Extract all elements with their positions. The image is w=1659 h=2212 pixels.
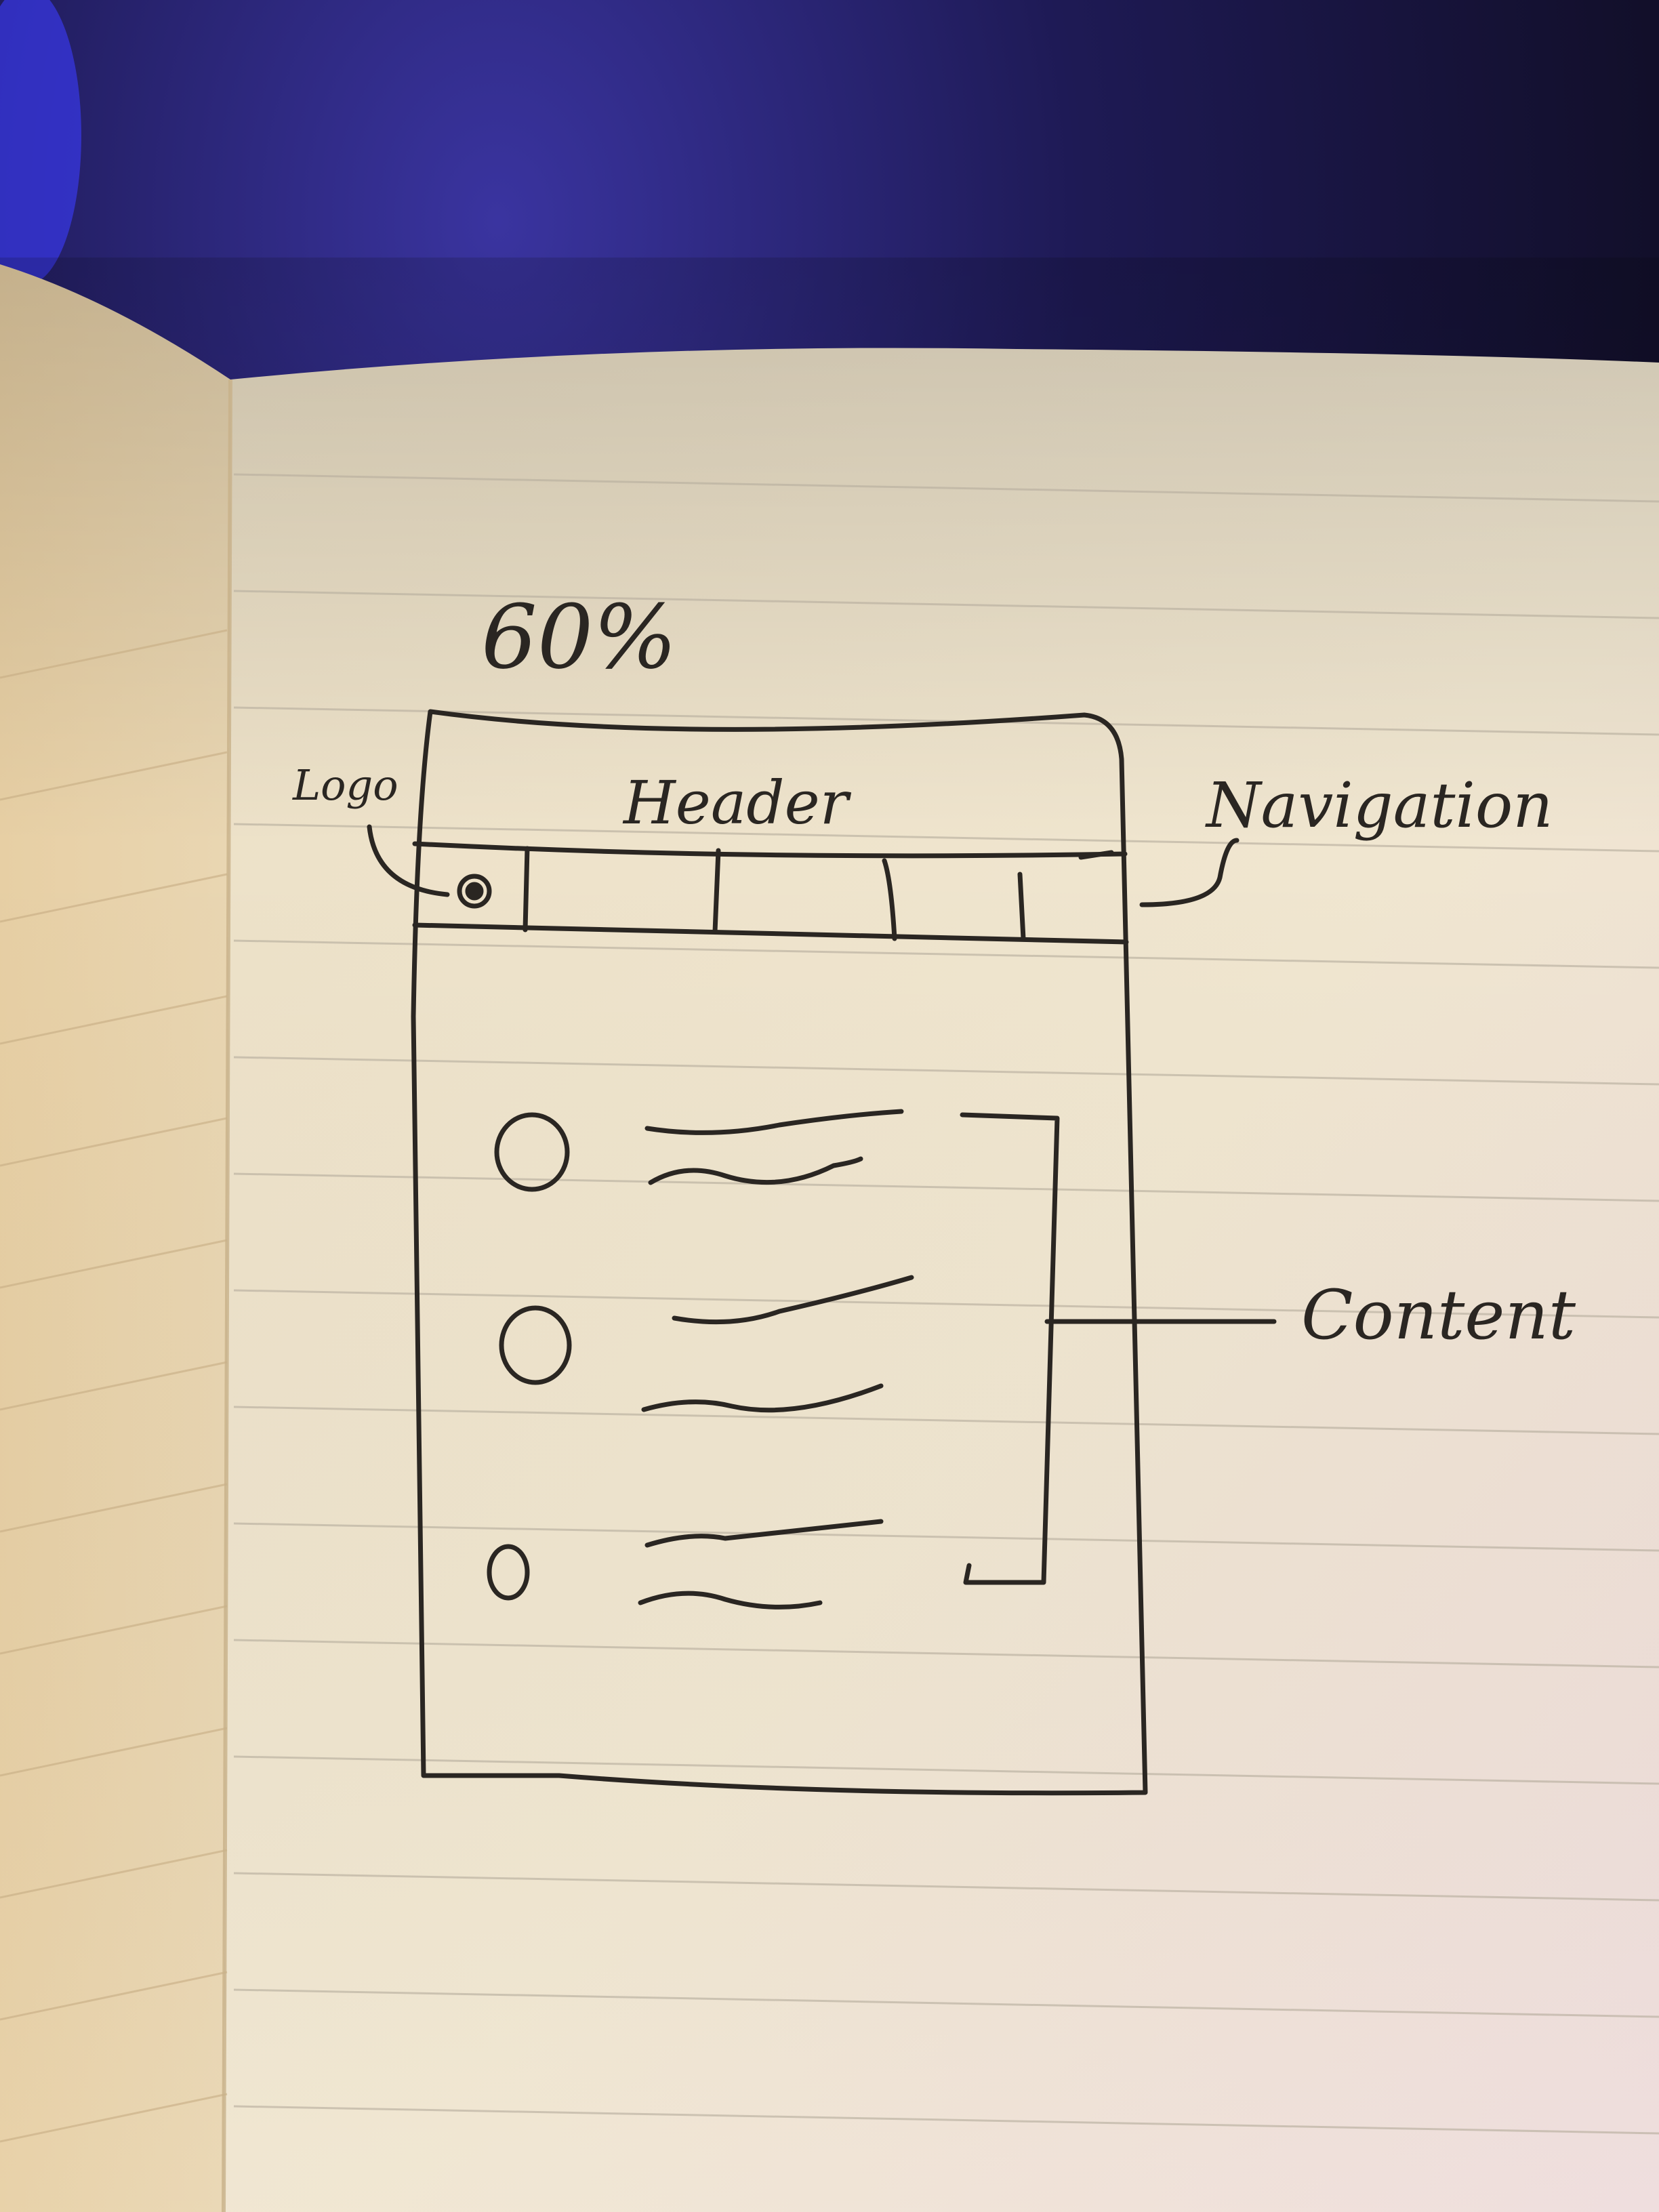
ruled-line <box>0 995 228 1045</box>
ruled-line <box>233 1406 1659 1435</box>
ruled-line <box>0 1117 228 1167</box>
ruled-line <box>233 823 1659 853</box>
background-light <box>0 0 81 285</box>
nav-divider-2 <box>712 848 721 935</box>
ruled-line <box>233 1639 1659 1668</box>
ruled-line <box>0 629 228 679</box>
ruled-line <box>233 1522 1659 1552</box>
header-label: Header <box>622 768 852 838</box>
ruled-line <box>0 1483 228 1533</box>
ruled-line <box>233 590 1659 619</box>
content-bullet-icon <box>494 1112 570 1192</box>
gutter <box>222 379 232 2212</box>
content-line <box>648 1156 863 1185</box>
ruled-line <box>233 2105 1659 2135</box>
navigation-pointer <box>1139 838 1240 907</box>
ruled-line <box>0 1849 228 1899</box>
nav-divider-1 <box>523 846 530 933</box>
ruled-line <box>0 1361 228 1411</box>
ruled-line <box>233 1289 1659 1319</box>
ruled-lines-left <box>0 629 228 2143</box>
logo-label: Logo <box>292 760 398 810</box>
content-bullet-icon <box>499 1305 572 1385</box>
logo-icon-fill <box>465 882 484 901</box>
ruled-line <box>233 473 1659 503</box>
nav-end-mark <box>1078 850 1114 860</box>
ruled-line <box>233 939 1659 969</box>
nav-bar-bottom <box>412 922 1129 945</box>
content-bracket <box>960 1112 1060 1585</box>
content-bullet-icon <box>487 1544 530 1601</box>
ruled-line <box>233 1988 1659 2018</box>
ruled-line <box>233 1056 1659 1086</box>
logo-icon <box>457 874 492 909</box>
ruled-lines-right <box>233 473 1659 2135</box>
navigation-label: Navigation <box>1205 769 1553 842</box>
content-line <box>644 1109 904 1135</box>
logo-pointer <box>367 824 450 897</box>
ruled-line <box>0 1239 228 1289</box>
ruled-line <box>0 873 228 923</box>
content-line <box>672 1275 914 1325</box>
content-line <box>644 1519 884 1548</box>
ruled-line <box>233 1755 1659 1785</box>
nav-divider-4 <box>1017 872 1026 941</box>
ruled-line <box>233 1872 1659 1902</box>
ruled-line <box>0 2093 228 2143</box>
ruled-line <box>233 1172 1659 1202</box>
nav-bar-top <box>412 841 1128 859</box>
ruled-line <box>0 1605 228 1655</box>
scale-label: 60% <box>481 586 677 689</box>
phone-frame <box>411 709 1148 1796</box>
ruled-line <box>0 1971 228 2021</box>
ruled-line <box>233 706 1659 736</box>
nav-divider-3 <box>882 858 897 941</box>
content-line <box>641 1383 884 1413</box>
ruled-line <box>0 1727 228 1777</box>
content-label: Content <box>1301 1275 1576 1355</box>
content-line <box>638 1591 823 1610</box>
page-shade <box>0 258 1659 2212</box>
ruled-line <box>0 751 228 801</box>
